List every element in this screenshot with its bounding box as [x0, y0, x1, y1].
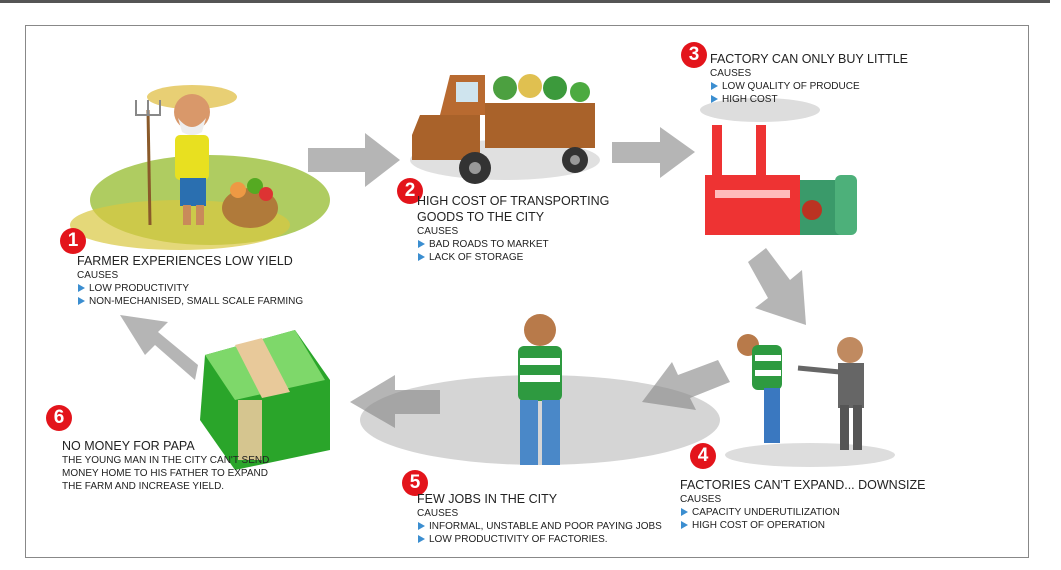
cause-item: HIGH COST OF OPERATION [680, 519, 925, 532]
step-badge-6: 6 [46, 405, 72, 431]
step-6-line: THE YOUNG MAN IN THE CITY CAN'T SEND [62, 455, 270, 466]
step-5-block: FEW JOBS IN THE CITY CAUSES INFORMAL, UN… [417, 491, 662, 546]
step-6-title: NO MONEY FOR PAPA [62, 439, 195, 453]
step-1-block: FARMER EXPERIENCES LOW YIELD CAUSES LOW … [77, 253, 303, 308]
jobless-man-illustration [360, 314, 720, 465]
cause-item: LOW QUALITY OF PRODUCE [710, 80, 908, 93]
step-4-block: FACTORIES CAN'T EXPAND... DOWNSIZE CAUSE… [680, 477, 925, 532]
money-stack-illustration [200, 330, 330, 470]
arrow-5-to-6 [350, 375, 440, 428]
arrow-2-to-3 [612, 127, 695, 178]
arrow-6-to-1 [120, 315, 198, 380]
causes-label: CAUSES [680, 494, 722, 505]
arrow-3-to-4 [748, 248, 806, 325]
cause-item: INFORMAL, UNSTABLE AND POOR PAYING JOBS [417, 520, 662, 533]
step-2-title-line-2: GOODS TO THE CITY [417, 210, 545, 224]
cause-item: BAD ROADS TO MARKET [417, 238, 609, 251]
step-badge-1: 1 [60, 228, 86, 254]
cause-item: CAPACITY UNDERUTILIZATION [680, 506, 925, 519]
step-3-title: FACTORY CAN ONLY BUY LITTLE [710, 52, 908, 66]
step-badge-2: 2 [397, 178, 423, 204]
step-2-block: HIGH COST OF TRANSPORTING GOODS TO THE C… [417, 193, 609, 264]
step-5-title: FEW JOBS IN THE CITY [417, 492, 558, 506]
step-6-line: THE FARM AND INCREASE YIELD. [62, 481, 225, 492]
step-2-title-line-1: HIGH COST OF TRANSPORTING [417, 194, 610, 208]
cause-item: LOW PRODUCTIVITY OF FACTORIES. [417, 533, 662, 546]
diagram-frame [25, 25, 1029, 558]
factory-illustration [700, 98, 857, 235]
causes-label: CAUSES [417, 508, 459, 519]
step-badge-4: 4 [690, 443, 716, 469]
causes-label: CAUSES [710, 68, 752, 79]
cause-item: LOW PRODUCTIVITY [77, 282, 303, 295]
arrow-4-to-5 [642, 360, 730, 410]
step-6-block: NO MONEY FOR PAPA THE YOUNG MAN IN THE C… [62, 438, 269, 493]
step-6-line: MONEY HOME TO HIS FATHER TO EXPAND [62, 468, 268, 479]
top-rule [0, 0, 1050, 3]
arrow-1-to-2 [308, 133, 400, 187]
step-4-title: FACTORIES CAN'T EXPAND... DOWNSIZE [680, 478, 926, 492]
cause-item: NON-MECHANISED, SMALL SCALE FARMING [77, 295, 303, 308]
farmer-illustration [70, 85, 330, 250]
cause-item: LACK OF STORAGE [417, 251, 609, 264]
step-badge-5: 5 [402, 470, 428, 496]
truck-illustration [410, 74, 600, 184]
step-3-block: FACTORY CAN ONLY BUY LITTLE CAUSES LOW Q… [710, 51, 908, 106]
causes-label: CAUSES [77, 270, 119, 281]
causes-label: CAUSES [417, 226, 459, 237]
step-badge-3: 3 [681, 42, 707, 68]
step-1-title: FARMER EXPERIENCES LOW YIELD [77, 254, 293, 268]
cause-item: HIGH COST [710, 93, 908, 106]
boss-firing-worker-illustration [725, 334, 895, 467]
